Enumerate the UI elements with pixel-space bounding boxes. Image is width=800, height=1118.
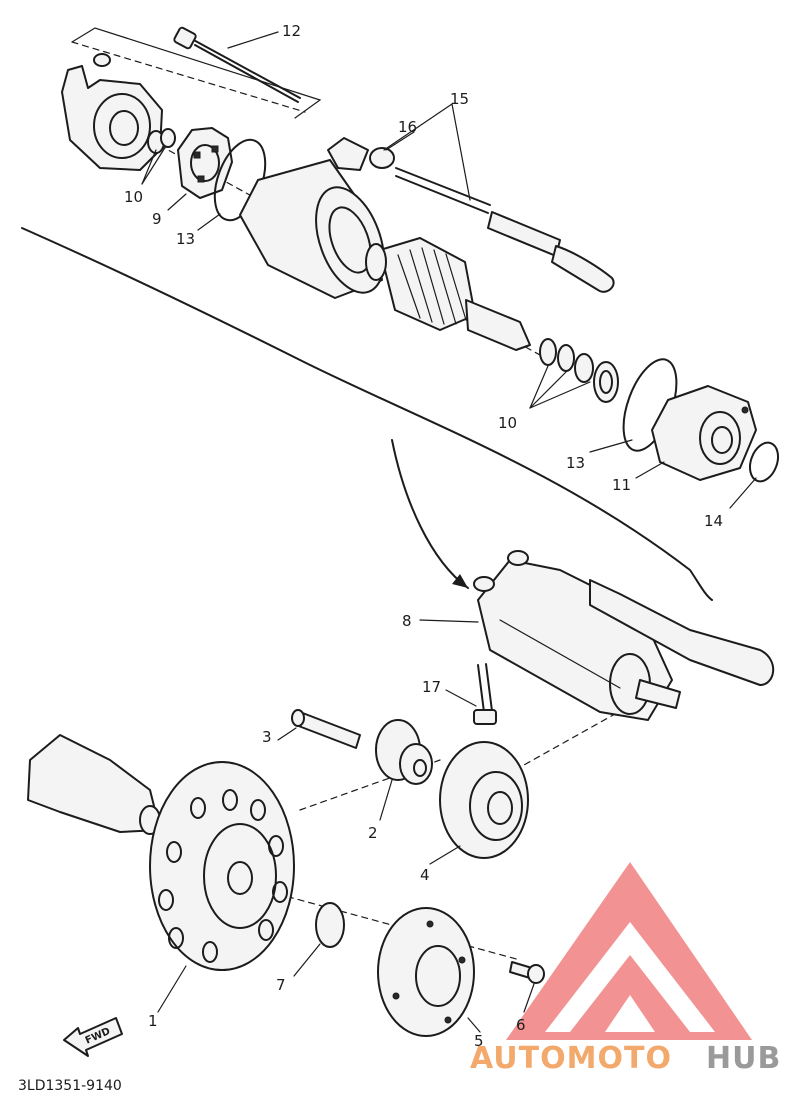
part-1-starter-gear (149, 761, 295, 971)
part-4-wheel-gear (439, 741, 529, 859)
callout-3: 3 (262, 728, 272, 746)
part-10-washers-top (147, 128, 176, 154)
callout-12: 12 (282, 22, 301, 40)
watermark-text: AUTOMOTO HUB (470, 1041, 781, 1076)
assembly-arrow-head (452, 574, 468, 588)
dashed-guide-top (71, 41, 306, 113)
callout-4: 4 (420, 866, 430, 884)
callout-16: 16 (398, 118, 417, 136)
watermark-text-orange: AUTOMOTO (470, 1041, 672, 1076)
callout-17: 17 (422, 678, 441, 696)
bolt-bracket (71, 27, 322, 119)
part-15-terminal-cable (395, 167, 615, 293)
callout-9: 9 (152, 210, 162, 228)
callout-5: 5 (474, 1032, 484, 1050)
callout-8: 8 (402, 612, 412, 630)
dashed-guide-motor (514, 699, 641, 771)
callout-13-middle: 13 (566, 454, 585, 472)
callout-13-top: 13 (176, 230, 195, 248)
part-12-through-bolt (173, 26, 301, 103)
callout-11: 11 (612, 476, 631, 494)
callout-6: 6 (516, 1016, 526, 1034)
watermark-text-gray: HUB (706, 1041, 781, 1076)
fwd-arrow: FWD (63, 1017, 123, 1057)
part-16-terminal-boot (327, 137, 395, 171)
part-2-idle-gear (375, 719, 433, 785)
part-8-starter-motor (473, 550, 775, 721)
part-code: 3LD1351-9140 (18, 1078, 122, 1094)
part-6-clutch-bolt (509, 961, 545, 984)
assembly-arrow (391, 439, 469, 589)
part-11-rear-cover (651, 385, 757, 481)
callout-1: 1 (148, 1012, 158, 1030)
motor-yoke (239, 159, 385, 299)
exploded-view-frame (21, 227, 713, 601)
watermark-logo (506, 862, 752, 1040)
front-housing (61, 53, 163, 171)
callout-15: 15 (450, 90, 469, 108)
part-17-bolt (473, 663, 497, 725)
callout-10-middle: 10 (498, 414, 517, 432)
part-3-idle-shaft (291, 709, 361, 749)
crankshaft-end (27, 734, 161, 835)
part-7-washer (315, 902, 345, 948)
callout-2: 2 (368, 824, 378, 842)
part-5-one-way-clutch (377, 907, 475, 1037)
leader-lines (141, 31, 757, 1033)
callout-14: 14 (704, 512, 723, 530)
part-9-brush-plate (177, 127, 233, 199)
armature (365, 237, 531, 351)
callout-10-top: 10 (124, 188, 143, 206)
callout-7: 7 (276, 976, 286, 994)
part-10-washers-middle (539, 338, 619, 403)
part-14-o-ring (748, 441, 780, 483)
